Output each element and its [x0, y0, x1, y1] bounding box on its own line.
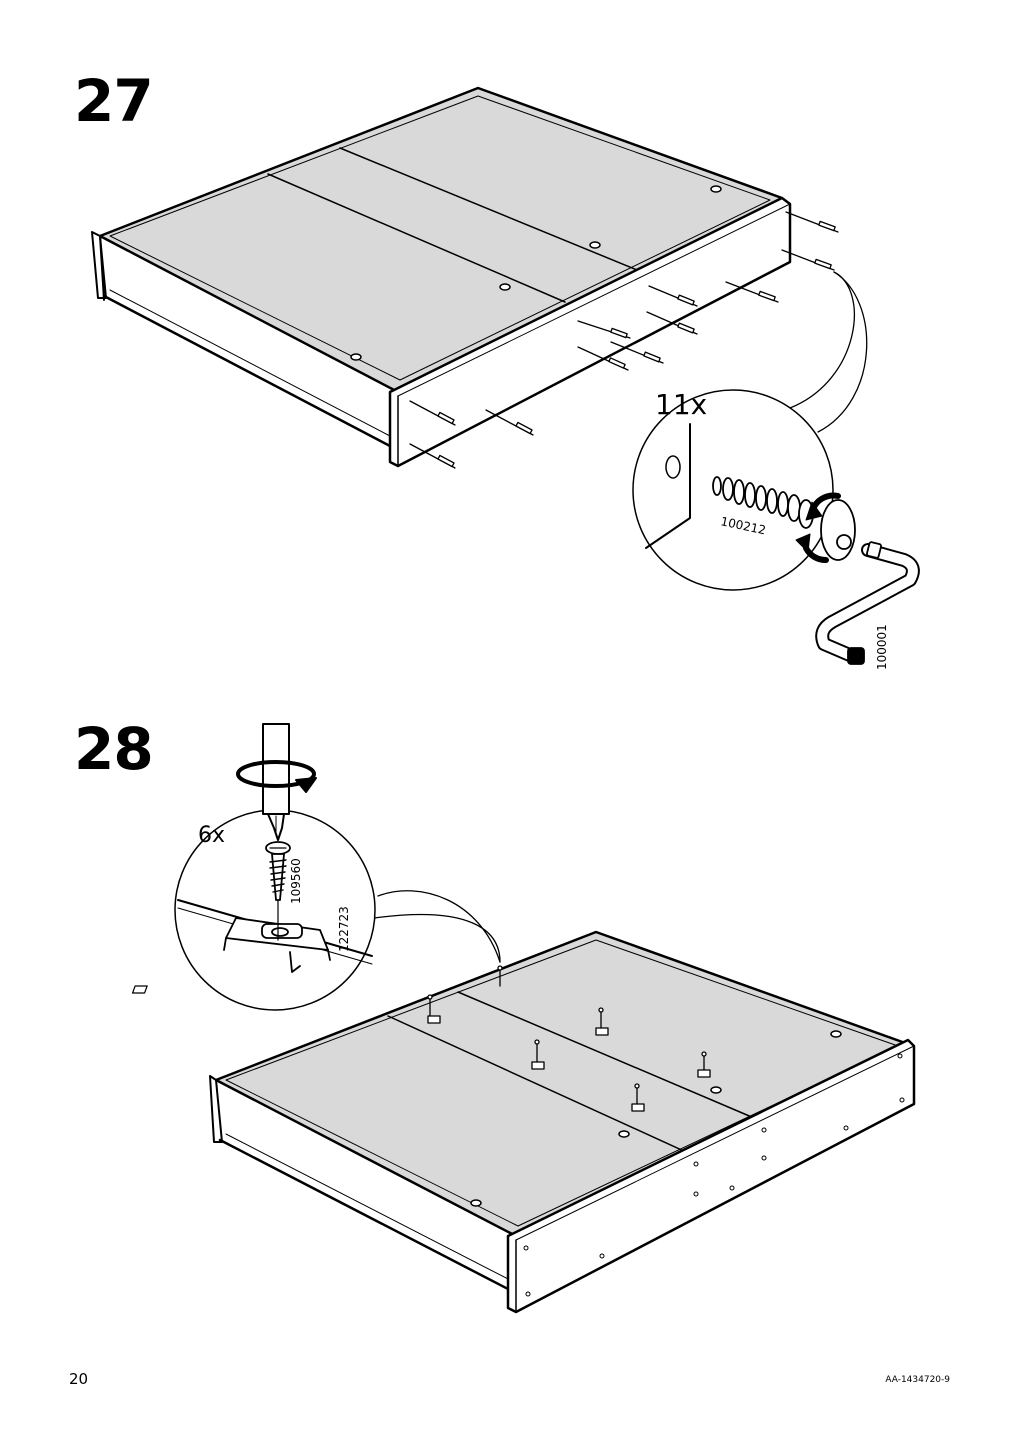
bracket-set-28 [131, 965, 711, 1112]
screw-detail-icon-28 [265, 841, 291, 941]
quantity-label-28: 6x [198, 823, 225, 848]
step-28-number: 28 [74, 715, 154, 783]
page-number: 20 [69, 1370, 89, 1388]
part-number-allen-key: 100001 [875, 624, 889, 670]
screw-detail-icon [712, 476, 856, 561]
screw-heads-28 [523, 1053, 905, 1297]
part-number-screw-28: 109560 [289, 858, 303, 904]
quantity-label-27: 11x [655, 388, 707, 421]
screwdriver-icon [236, 723, 317, 841]
step-27-number: 27 [74, 67, 154, 135]
side-rail-28 [506, 1038, 916, 1314]
side-rail [388, 196, 792, 468]
screw-set-27 [409, 211, 839, 469]
allen-key-icon [815, 541, 920, 665]
step-27-illustration: 11x 100212 100001 [91, 86, 920, 670]
step-28-illustration: 6x 109560 122723 [131, 723, 916, 1314]
part-number-bracket-28: 122723 [337, 906, 351, 952]
document-code: AA-1434720-9 [885, 1375, 950, 1385]
bracket-detail-icon [223, 917, 331, 973]
